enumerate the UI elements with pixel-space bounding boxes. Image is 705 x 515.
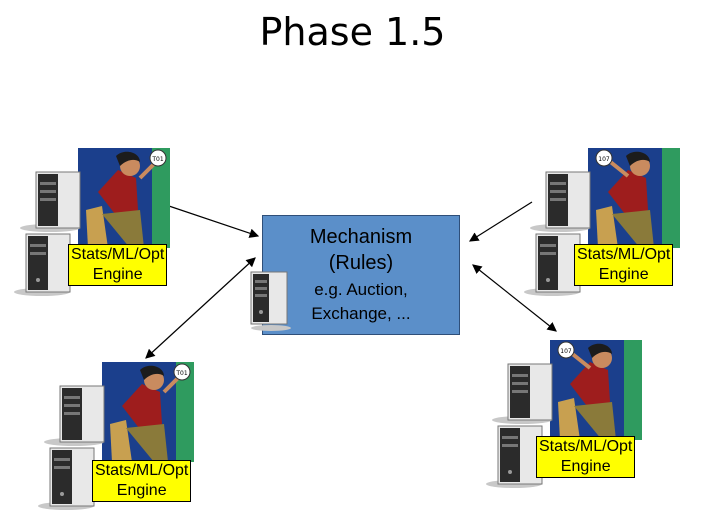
svg-text:T01: T01 <box>151 156 163 163</box>
slide-title: Phase 1.5 <box>259 10 446 54</box>
svg-text:T01: T01 <box>175 370 187 377</box>
person-illustration: 107 <box>588 148 680 248</box>
server-icon <box>44 385 105 446</box>
arrow-bottom-left <box>145 257 256 359</box>
server-icon <box>20 171 81 232</box>
server-icon <box>524 233 581 296</box>
svg-text:107: 107 <box>598 156 610 163</box>
server-icon <box>14 233 71 296</box>
arrow-top-right <box>468 201 533 242</box>
mechanism-box: Mechanism (Rules) e.g. Auction, Exchange… <box>250 215 460 335</box>
mechanism-title: Mechanism <box>309 226 413 248</box>
engine-label: Stats/ML/Opt Engine <box>536 436 636 478</box>
agent-node-top-right: 107 Stats/ML/Opt Engine <box>522 148 700 298</box>
person-illustration: 107 <box>550 340 642 440</box>
server-icon <box>530 171 591 232</box>
server-icon <box>38 447 95 510</box>
person-illustration: T01 <box>78 148 170 248</box>
person-illustration: T01 <box>102 362 194 462</box>
arrow-bottom-right <box>472 264 557 332</box>
server-icon <box>250 271 291 331</box>
server-icon <box>486 425 543 488</box>
mechanism-example-1: e.g. Auction, <box>314 280 408 299</box>
engine-label: Stats/ML/Opt Engine <box>68 244 168 286</box>
server-icon <box>492 363 553 424</box>
agent-node-bottom-right: 107 Stats/ML/Opt Engine <box>484 340 662 490</box>
engine-label: Stats/ML/Opt Engine <box>574 244 674 286</box>
mechanism-rules: (Rules) <box>328 252 394 274</box>
svg-text:107: 107 <box>560 348 572 355</box>
agent-node-top-left: T01 Stats/ML/Opt Engine <box>12 148 190 298</box>
engine-label: Stats/ML/Opt Engine <box>92 460 192 502</box>
mechanism-example-2: Exchange, ... <box>311 304 411 323</box>
agent-node-bottom-left: T01 Stats/ML/Opt Engine <box>36 362 214 512</box>
arrow-top-left <box>158 201 260 238</box>
